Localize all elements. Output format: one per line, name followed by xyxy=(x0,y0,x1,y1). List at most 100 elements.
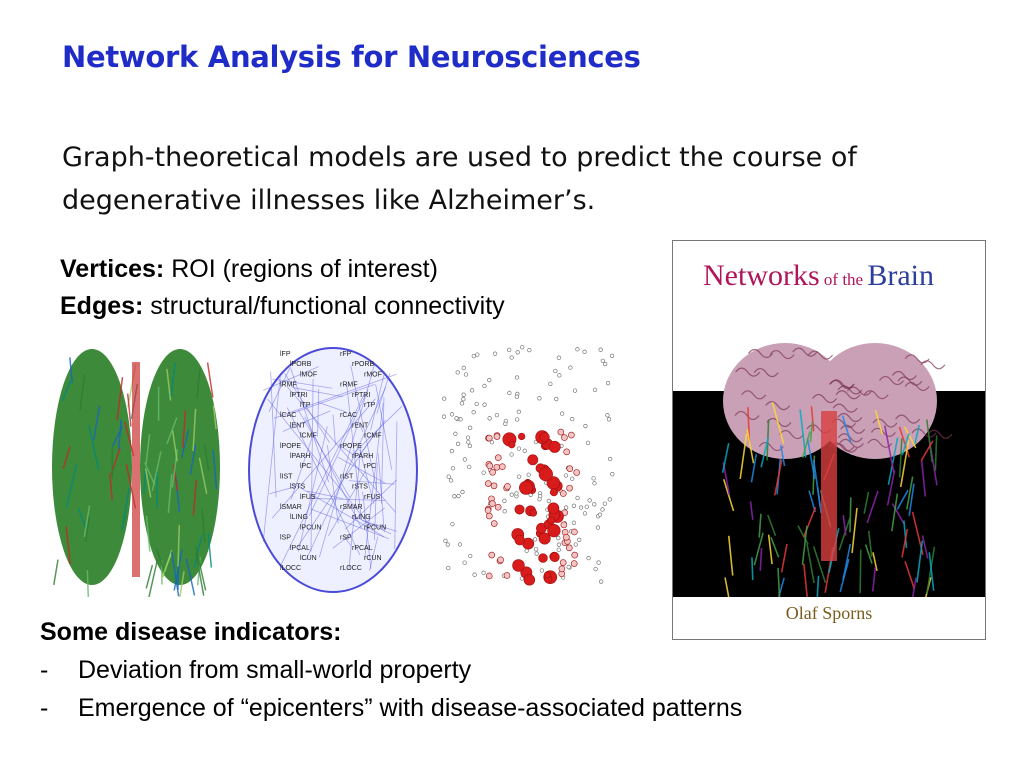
indicator-text: Emergence of “epicenters” with disease-a… xyxy=(78,694,743,722)
fiber-stroke xyxy=(84,515,91,543)
node-small xyxy=(560,411,565,416)
book-fiber-stroke xyxy=(760,437,769,468)
node-small xyxy=(596,560,601,565)
node-small xyxy=(602,501,608,506)
node-small xyxy=(487,416,492,421)
tractography-brain-image xyxy=(52,349,220,597)
node-large xyxy=(561,434,568,441)
brain-gyrus xyxy=(863,390,889,400)
node-large xyxy=(485,434,493,442)
book-brain-artwork xyxy=(673,343,985,597)
network-node-label: rPTRI xyxy=(352,392,370,399)
network-node-label: rSP xyxy=(340,535,352,542)
network-node-label: rPC xyxy=(364,463,376,470)
book-fiber-stroke xyxy=(721,442,730,473)
network-node-label: lSTS xyxy=(290,484,306,491)
brain-gyrus xyxy=(808,350,834,360)
book-fiber-stroke xyxy=(797,525,809,545)
node-large xyxy=(529,509,538,517)
node-small xyxy=(507,347,512,353)
brain-gyrus xyxy=(753,367,779,378)
book-fiber-stroke xyxy=(801,525,808,565)
node-small xyxy=(515,417,520,422)
fiber-stroke xyxy=(195,546,207,591)
book-fiber-stroke xyxy=(926,419,933,463)
node-small xyxy=(452,494,457,499)
node-small xyxy=(514,375,520,380)
node-small xyxy=(516,474,522,479)
node-large xyxy=(503,572,511,579)
node-small xyxy=(598,347,603,352)
book-fiber-stroke xyxy=(849,497,852,533)
brain-gyrus xyxy=(891,370,917,381)
node-small xyxy=(515,350,520,355)
book-fiber-stroke xyxy=(911,577,917,597)
brain-gyrus xyxy=(769,349,795,360)
node-small xyxy=(600,358,605,364)
node-small xyxy=(469,388,475,393)
node-small xyxy=(482,383,487,389)
brain-gyrus xyxy=(872,418,898,428)
network-edge xyxy=(309,497,386,501)
node-small xyxy=(563,473,569,478)
node-small xyxy=(472,572,477,577)
book-fiber-stroke xyxy=(727,535,734,576)
definition-term: Vertices: xyxy=(60,255,165,283)
node-large xyxy=(538,532,551,545)
book-fiber-stroke xyxy=(891,503,905,524)
node-large xyxy=(490,482,498,490)
network-node-label: rSMAR xyxy=(340,504,363,511)
book-fiber-stroke xyxy=(722,479,735,512)
fiber-stroke xyxy=(177,525,181,567)
fiber-stroke xyxy=(126,393,132,427)
node-large xyxy=(549,488,558,497)
book-fiber-stroke xyxy=(866,490,879,524)
network-edge xyxy=(263,366,319,391)
network-node-label: lPCUN xyxy=(300,524,321,531)
fiber-stroke xyxy=(86,570,90,597)
book-fiber-stroke xyxy=(724,577,730,597)
network-node-label: lSP xyxy=(280,535,291,542)
book-fiber-stroke xyxy=(780,543,788,573)
book-fiber-stroke xyxy=(920,460,927,497)
network-edge xyxy=(318,401,346,413)
node-large xyxy=(547,523,561,538)
fiber-stroke xyxy=(62,446,71,469)
node-large xyxy=(538,467,553,482)
node-small xyxy=(571,503,577,508)
slide-title: Network Analysis for Neurosciences xyxy=(62,40,641,74)
node-small xyxy=(556,355,562,360)
fiber-stroke xyxy=(212,405,217,430)
book-fiber-stroke xyxy=(914,424,920,444)
book-fiber-stroke xyxy=(777,577,785,597)
book-fiber-stroke xyxy=(773,459,783,496)
network-edge xyxy=(339,444,354,456)
node-large xyxy=(493,433,501,440)
book-fiber-stroke xyxy=(816,575,820,597)
node-large xyxy=(485,572,493,580)
node-small xyxy=(471,353,476,359)
bullet-dash: - xyxy=(40,656,49,684)
network-edge xyxy=(290,368,330,483)
network-node-label: rRMF xyxy=(340,382,358,389)
indicator-item: -Emergence of “epicenters” with disease-… xyxy=(40,694,742,723)
node-small xyxy=(463,372,469,377)
book-fiber-stroke xyxy=(905,476,914,510)
node-small xyxy=(459,401,465,406)
node-small xyxy=(461,396,466,402)
network-edge xyxy=(364,402,384,558)
network-node-label: rMOF xyxy=(364,371,382,378)
network-node-label: lPTRI xyxy=(290,392,308,399)
book-fiber-stroke xyxy=(809,421,814,443)
brain-gyrus xyxy=(920,360,946,370)
node-small xyxy=(467,464,472,470)
node-large xyxy=(493,463,501,471)
node-small xyxy=(583,423,588,429)
book-fiber-stroke xyxy=(867,530,873,557)
fiber-stroke xyxy=(196,369,201,398)
node-large xyxy=(560,521,568,529)
node-small xyxy=(592,387,598,392)
slide-subtitle: Graph-theoretical models are used to pre… xyxy=(62,142,857,216)
network-edge xyxy=(305,386,387,561)
